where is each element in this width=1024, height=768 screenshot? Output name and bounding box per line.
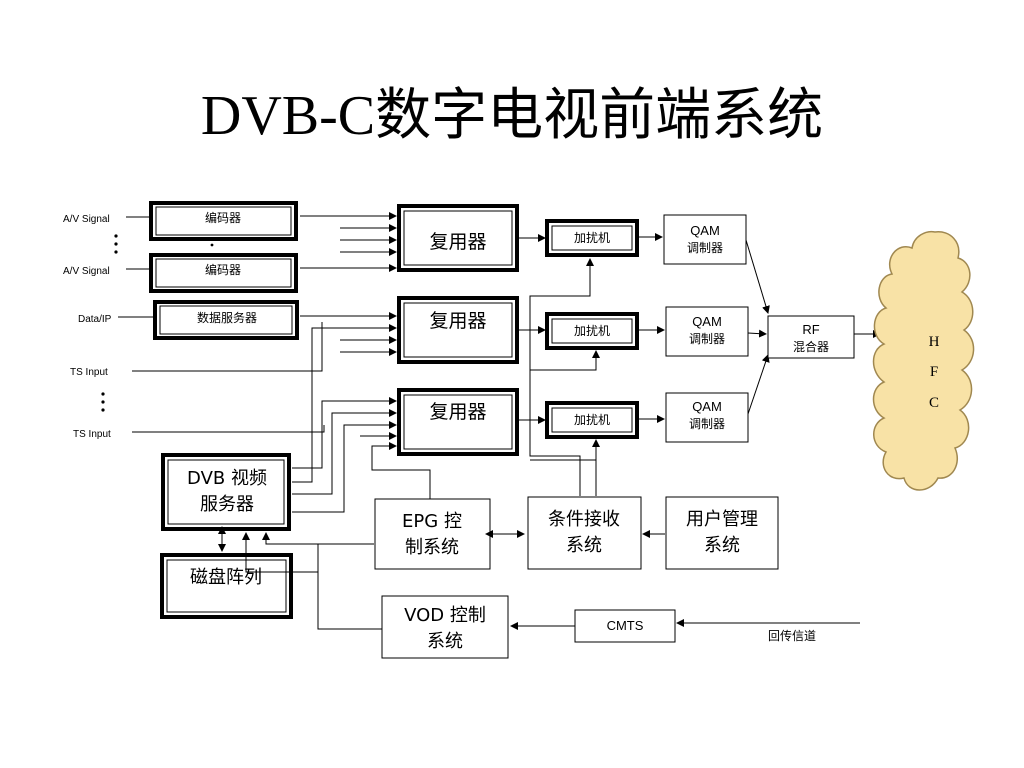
svg-text:系统: 系统	[704, 535, 740, 556]
encoder-box-1: 编码器	[149, 201, 298, 241]
svg-text:服务器: 服务器	[200, 494, 254, 515]
epg-control-box: EPG 控 制系统	[374, 498, 491, 570]
svg-text:混合器: 混合器	[793, 339, 829, 354]
svg-text:系统: 系统	[566, 535, 602, 556]
ellipsis-dots	[101, 234, 214, 412]
svg-text:RF: RF	[802, 322, 819, 337]
server-links	[218, 526, 382, 630]
data-ip-label: Data/IP	[78, 314, 112, 325]
rf-mixer-box: RF 混合器	[767, 315, 855, 359]
svg-text:系统: 系统	[427, 631, 463, 652]
scrambler-box-2: 加扰机	[545, 312, 639, 350]
svg-text:QAM: QAM	[692, 399, 722, 414]
svg-text:调制器: 调制器	[687, 241, 723, 255]
svg-text:CMTS: CMTS	[607, 618, 644, 633]
ts-input-label-1: TS Input	[70, 367, 108, 378]
encoder-box-2: 编码器	[149, 253, 298, 293]
svg-text:调制器: 调制器	[689, 417, 725, 431]
qam-to-rf-lines	[745, 239, 770, 415]
dvb-video-server-box: DVB 视频 服务器	[161, 453, 291, 531]
hfc-cloud: H F C	[872, 230, 975, 491]
svg-text:加扰机: 加扰机	[574, 413, 610, 427]
ca-control-lines	[529, 258, 600, 496]
av-signal-label-2: A/V Signal	[63, 266, 110, 277]
return-channel-label: 回传信道	[768, 628, 816, 643]
svg-text:H: H	[929, 334, 940, 350]
svg-text:用户管理: 用户管理	[686, 509, 758, 530]
cmts-box: CMTS	[574, 609, 676, 643]
av-signal-label-1: A/V Signal	[63, 214, 110, 225]
vod-control-box: VOD 控制 系统	[381, 595, 509, 659]
svg-text:EPG 控: EPG 控	[402, 511, 462, 532]
svg-text:复用器: 复用器	[429, 401, 486, 423]
svg-text:QAM: QAM	[690, 223, 720, 238]
scrambler-box-1: 加扰机	[545, 219, 639, 257]
svg-text:QAM: QAM	[692, 314, 722, 329]
svg-text:条件接收: 条件接收	[548, 509, 620, 530]
multiplexer-box-1: 复用器	[397, 204, 519, 272]
disk-array-box: 磁盘阵列	[160, 553, 293, 619]
mux1-input-lines	[300, 212, 397, 272]
scrambler-to-qam-lines	[639, 233, 665, 423]
qam-modulator-box-3: QAM 调制器	[665, 392, 749, 443]
qam-modulator-box-1: QAM 调制器	[663, 214, 747, 265]
svg-text:编码器: 编码器	[205, 210, 241, 225]
svg-text:编码器: 编码器	[205, 262, 241, 277]
conditional-access-box: 条件接收 系统	[527, 496, 642, 570]
scrambler-box-3: 加扰机	[545, 401, 639, 439]
svg-text:数据服务器: 数据服务器	[197, 310, 257, 325]
svg-text:DVB 视频: DVB 视频	[187, 468, 267, 489]
user-management-box: 用户管理 系统	[665, 496, 779, 570]
mux2-input-lines	[132, 312, 397, 483]
multiplexer-box-2: 复用器	[397, 296, 519, 364]
qam-modulator-box-2: QAM 调制器	[665, 306, 749, 357]
svg-text:VOD 控制: VOD 控制	[404, 605, 486, 626]
svg-text:调制器: 调制器	[689, 332, 725, 346]
page-title: DVB-C数字电视前端系统	[200, 85, 824, 147]
svg-text:加扰机: 加扰机	[574, 231, 610, 245]
data-server-box: 数据服务器	[153, 300, 299, 340]
svg-text:磁盘阵列: 磁盘阵列	[190, 567, 262, 588]
svg-text:C: C	[929, 395, 939, 411]
svg-text:F: F	[930, 364, 938, 380]
svg-text:复用器: 复用器	[429, 231, 486, 253]
svg-text:复用器: 复用器	[429, 310, 486, 332]
mux3-input-lines	[132, 278, 591, 513]
svg-text:制系统: 制系统	[405, 537, 459, 558]
svg-text:加扰机: 加扰机	[574, 324, 610, 338]
multiplexer-box-3: 复用器	[397, 388, 519, 456]
ts-input-label-2: TS Input	[73, 429, 111, 440]
mux-to-scrambler-lines	[519, 234, 546, 424]
